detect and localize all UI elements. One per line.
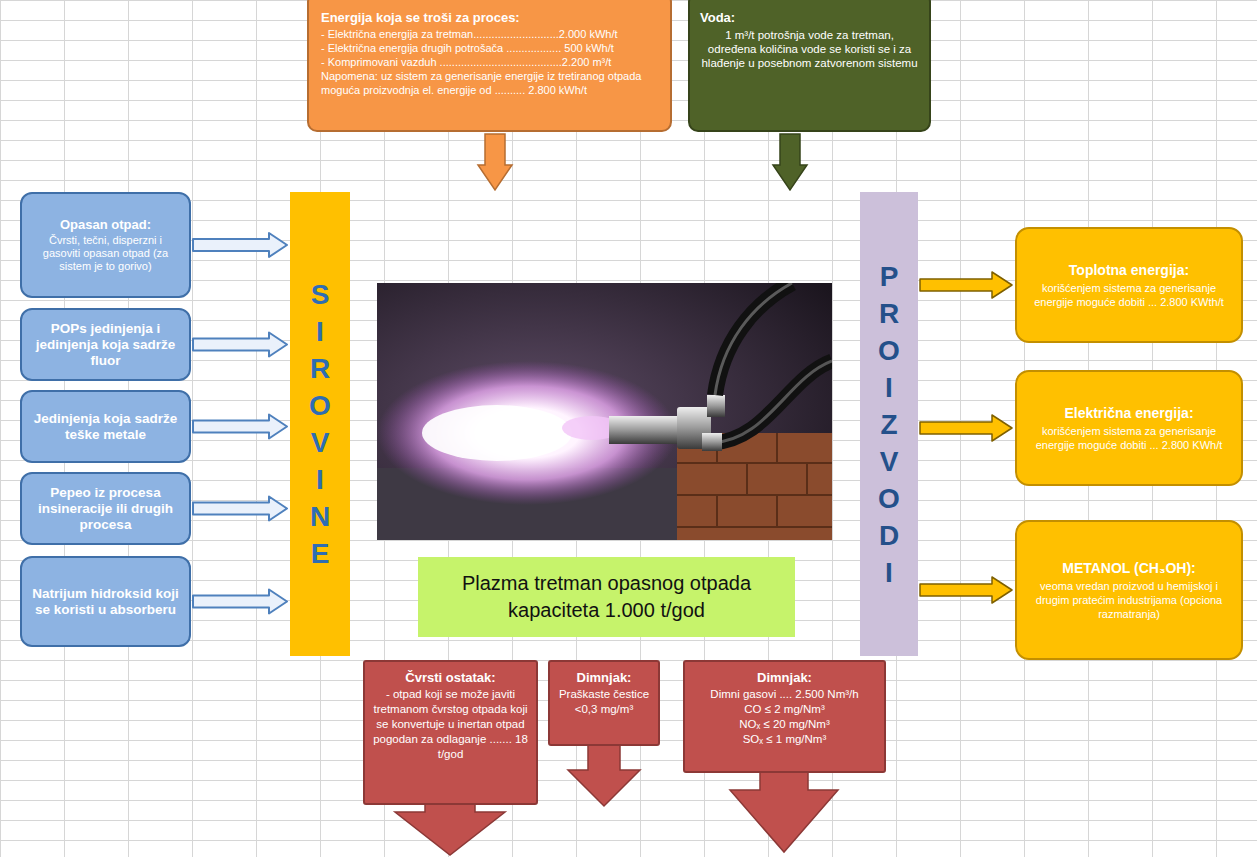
box-heading: Čvrsti ostatak: [373, 670, 528, 685]
water-arrow [773, 134, 807, 190]
box-text: - otpad koji se može javiti tretmanom čv… [373, 687, 528, 762]
box-text: POPs jedinjenja i jedinjenja koja sadrže… [30, 321, 181, 369]
product-box: Toplotna energija: korišćenjem sistema za… [1015, 227, 1243, 343]
box-text: Natrijum hidroksid koji se koristi u abs… [30, 586, 181, 618]
box-text: Praškaste čestice <0,3 mg/m³ [558, 687, 650, 717]
input-box: Pepeo iz procesa insineracije ili drugih… [20, 472, 191, 545]
box-text: Napomena: uz sistem za generisanje energ… [321, 69, 658, 97]
emission-box: Čvrsti ostatak: - otpad koji se može javi… [363, 660, 538, 805]
box-text: - Električna energija za tretman........… [321, 27, 658, 41]
input-box: Opasan otpad: Čvrsti, tečni, disperzni i … [20, 192, 191, 298]
emission-box: Dimnjak: Dimni gasovi .... 2.500 Nm³/hCO … [683, 660, 886, 773]
dust-arrow [568, 742, 640, 806]
box-text: korišćenjem sistema za generisanje energ… [1027, 424, 1231, 452]
input-arrow [193, 415, 287, 439]
box-text: 1 m³/t potrošnja vode za tretman, određe… [700, 28, 919, 70]
input-box: Natrijum hidroksid koji se koristi u abs… [20, 556, 191, 647]
energy-arrow [478, 134, 512, 190]
input-arrow [193, 233, 287, 257]
box-heading: Dimnjak: [693, 670, 876, 685]
box-text: - Komprimovani vazduh ..................… [321, 55, 658, 69]
output-band: PROIZVODI [860, 192, 918, 656]
emission-box: Dimnjak: Praškaste čestice <0,3 mg/m³ [548, 660, 660, 746]
energy-box: Energija koja se troši za proces: - Elekt… [307, 0, 672, 132]
box-text: Čvrsti, tečni, disperzni i gasoviti opas… [30, 234, 181, 273]
box-text: Pepeo iz procesa insineracije ili drugih… [30, 485, 181, 533]
box-heading: METANOL (CH₃OH): [1027, 560, 1231, 576]
water-box: Voda: 1 m³/t potrošnja vode za tretman, o… [688, 0, 931, 132]
output-arrow [920, 272, 1012, 298]
output-arrow [920, 577, 1012, 603]
box-heading: Voda: [700, 10, 919, 25]
input-arrow [193, 590, 287, 614]
box-heading: Opasan otpad: [30, 217, 181, 232]
box-text: SIROVINE [309, 276, 345, 572]
product-box: Električna energija: korišćenjem sistema … [1015, 370, 1243, 486]
box-text: korišćenjem sistema za generisanje energ… [1027, 281, 1231, 309]
box-text: PROIZVODI [878, 258, 914, 591]
output-arrow [920, 415, 1012, 441]
box-heading: Dimnjak: [558, 670, 650, 685]
box-heading: Toplotna energija: [1027, 262, 1231, 278]
product-box: METANOL (CH₃OH): veoma vredan proizvod u … [1015, 520, 1243, 660]
input-box: POPs jedinjenja i jedinjenja koja sadrže… [20, 308, 191, 381]
box-heading: Energija koja se troši za proces: [321, 10, 658, 25]
box-text: veoma vredan proizvod u hemijskoj i drug… [1027, 579, 1231, 621]
plasma-photo [377, 283, 832, 540]
input-arrow [193, 497, 287, 521]
box-text: Plazma tretman opasnog otpada kapaciteta… [428, 570, 785, 624]
box-text: NOₓ ≤ 20 mg/Nm³ [693, 717, 876, 732]
box-text: - Električna energija drugih potrošača .… [321, 41, 658, 55]
input-arrow [193, 333, 287, 357]
input-band: SIROVINE [290, 192, 350, 656]
box-text: Dimni gasovi .... 2.500 Nm³/h [693, 687, 876, 702]
box-heading: Električna energija: [1027, 405, 1231, 421]
box-text: SOₓ ≤ 1 mg/Nm³ [693, 732, 876, 747]
box-text: CO ≤ 2 mg/Nm³ [693, 702, 876, 717]
residue-arrow [395, 800, 505, 855]
process-label: Plazma tretman opasnog otpada kapaciteta… [418, 557, 795, 637]
gas-arrow [730, 768, 838, 852]
input-box: Jedinjenja koja sadrže teške metale [20, 390, 191, 463]
box-text: Jedinjenja koja sadrže teške metale [30, 411, 181, 443]
